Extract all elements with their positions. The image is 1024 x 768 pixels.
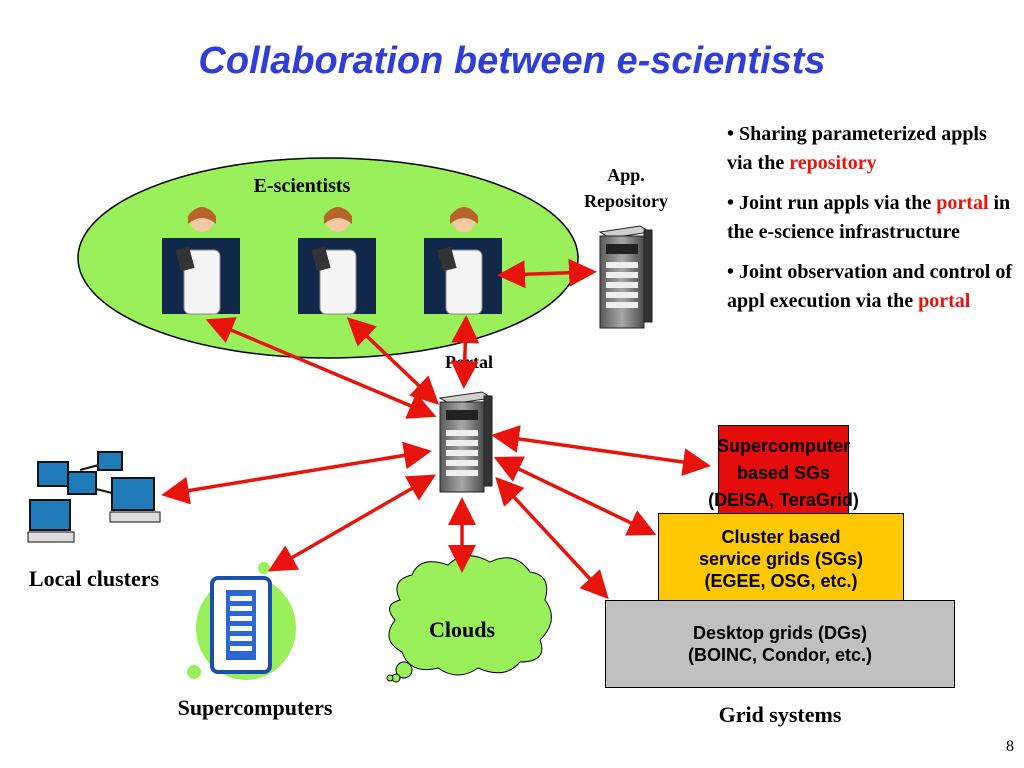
app-repository-label-line2: Repository xyxy=(584,191,668,211)
arrow-portal-supercomputers xyxy=(267,474,437,572)
clouds-label: Clouds xyxy=(429,617,495,642)
local-clusters-label: Local clusters xyxy=(29,566,160,591)
escientists-label: E-scientists xyxy=(254,175,351,197)
scientist-icon xyxy=(162,207,240,315)
bullet-item: • Joint run appls via the portal in the … xyxy=(727,192,1011,243)
app-repository-label-line1: App. xyxy=(607,165,645,185)
arrow-scientist-repository xyxy=(497,258,597,289)
supercomputer-sgs-text: Supercomputer based SGs (DEISA, TeraGrid… xyxy=(708,436,859,510)
arrow-portal-desktop-grids xyxy=(495,476,609,600)
arrow-scientist-portal xyxy=(450,315,480,389)
scientist-icon xyxy=(424,207,502,315)
grid-systems-label: Grid systems xyxy=(719,702,842,727)
desktop-grids-box: Desktop grids (DGs) (BOINC, Condor, etc.… xyxy=(605,600,955,688)
bullet-item: • Joint observation and control of appl … xyxy=(727,261,1012,312)
slide-title: Collaboration between e-scientists xyxy=(198,40,826,82)
page-number: 8 xyxy=(1006,738,1014,755)
bullet-list: • Sharing parameterized appls via the re… xyxy=(727,120,1017,327)
bullet-item: • Sharing parameterized appls via the re… xyxy=(727,123,987,174)
portal-server-icon xyxy=(438,391,494,493)
local-clusters-icon xyxy=(27,451,161,543)
repository-server-icon xyxy=(598,225,653,329)
portal-label: Portal xyxy=(445,352,493,372)
cluster-sgs-box: Cluster based service grids (SGs) (EGEE,… xyxy=(658,513,904,603)
arrow-portal-local-clusters xyxy=(161,441,432,505)
arrow-portal-cluster-sgs xyxy=(493,456,657,536)
arrow-scientist-portal xyxy=(346,317,440,405)
supercomputer-icon xyxy=(187,562,296,680)
scientist-icon xyxy=(298,207,376,315)
supercomputers-label: Supercomputers xyxy=(178,695,333,720)
arrow-portal-supercomputer-sgs xyxy=(491,425,711,476)
